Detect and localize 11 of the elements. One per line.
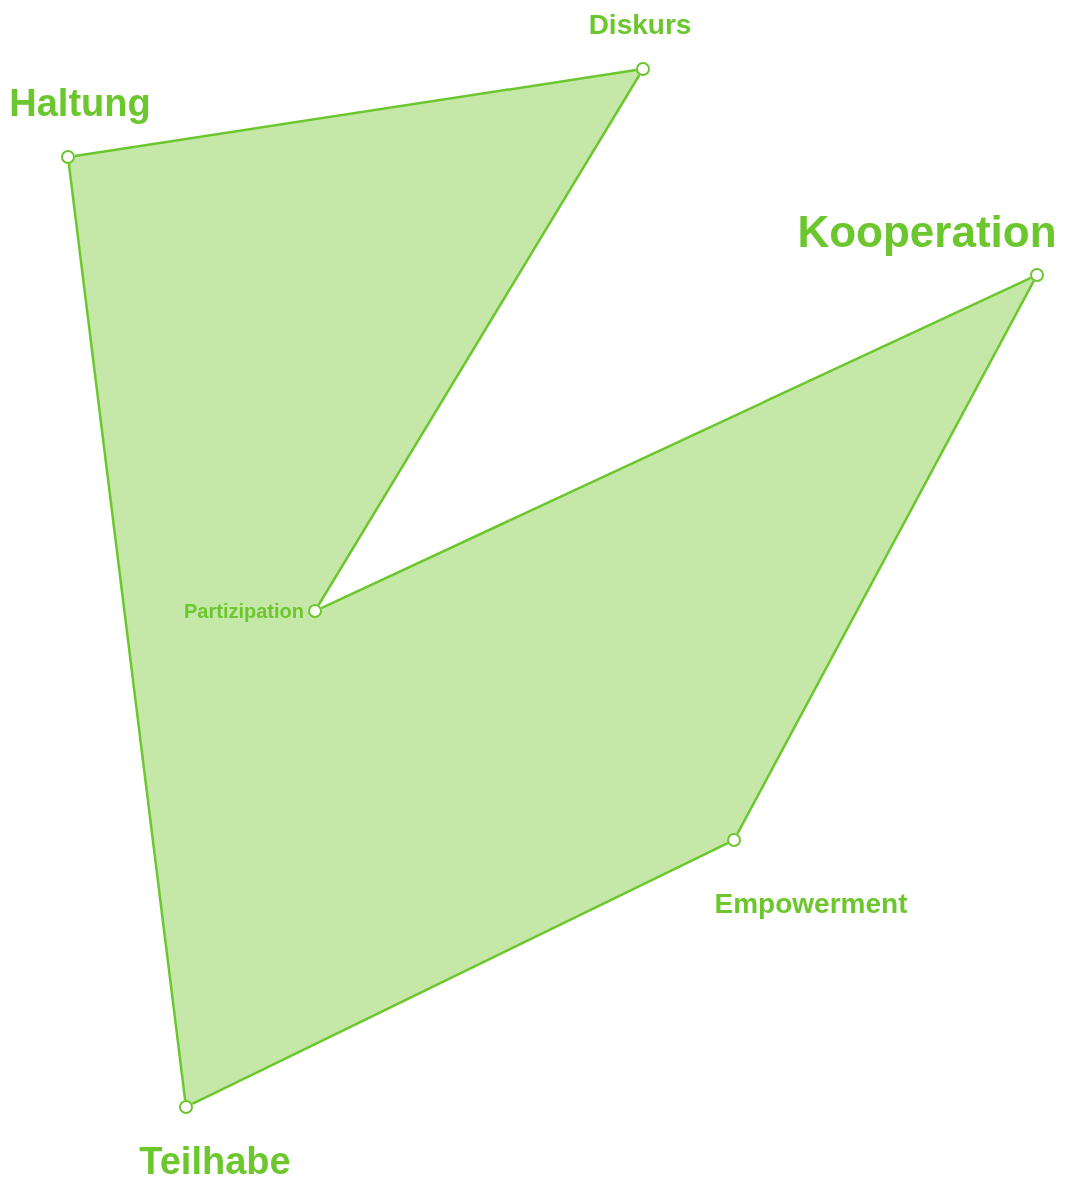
vertex-label: Haltung (9, 83, 151, 125)
polygon-edge-line (67, 163, 187, 1101)
polygon-edge-line (191, 841, 729, 1106)
vertex-label: Empowerment (714, 888, 908, 920)
vertex-label: Kooperation (797, 207, 1057, 257)
vertex-label: Diskurs (588, 9, 692, 41)
vertex-label: Teilhabe (139, 1141, 291, 1183)
vertex-label: Partizipation (184, 600, 304, 622)
polygon-edge-line (320, 276, 1032, 610)
polygon-edge-line (317, 74, 641, 606)
polygon-edge-line (74, 68, 637, 158)
